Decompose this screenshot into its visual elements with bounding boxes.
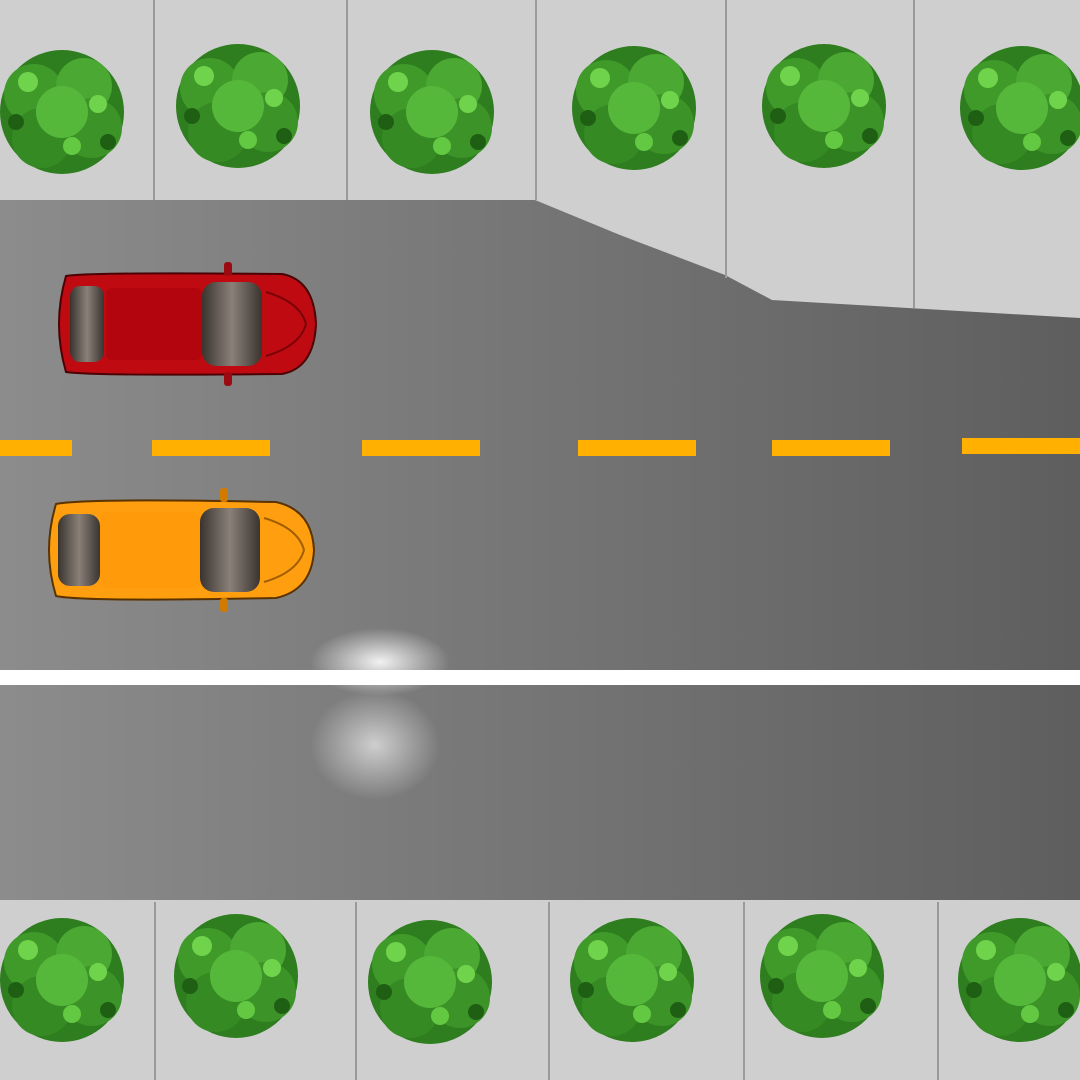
sidewalk-top [0, 0, 1080, 200]
windshield [200, 508, 260, 592]
tree-icon [0, 918, 124, 1042]
sidewalk-bottom [0, 900, 1080, 1080]
red-car[interactable] [58, 262, 318, 386]
rear-window [70, 286, 104, 362]
mirror-right [220, 598, 228, 612]
tree-icon [570, 918, 694, 1042]
sidewalk-seams-top [153, 0, 915, 308]
white-edge-line [0, 670, 1080, 685]
light-glow-upper [310, 628, 450, 696]
light-glow-lower [310, 690, 440, 800]
tree-icon [762, 44, 886, 168]
windshield [202, 282, 262, 366]
tree-icon [174, 914, 298, 1038]
mirror-left [220, 488, 228, 502]
rear-window [58, 514, 100, 586]
tree-icon [760, 914, 884, 1038]
mirror-right [224, 372, 232, 386]
roof [106, 288, 202, 360]
tree-icon [176, 44, 300, 168]
tree-icon [960, 46, 1080, 170]
tree-icon [0, 50, 124, 174]
center-dashed-line [0, 438, 1080, 456]
mirror-left [224, 262, 232, 276]
tree-icon [370, 50, 494, 174]
roof [100, 512, 200, 588]
tree-icon [572, 46, 696, 170]
hood-lines [263, 517, 306, 583]
orange-car[interactable] [48, 488, 316, 612]
tree-icon [958, 918, 1080, 1042]
sidewalk-seams-bottom [154, 902, 939, 1080]
tree-icon [368, 920, 492, 1044]
hood-lines [265, 291, 308, 357]
